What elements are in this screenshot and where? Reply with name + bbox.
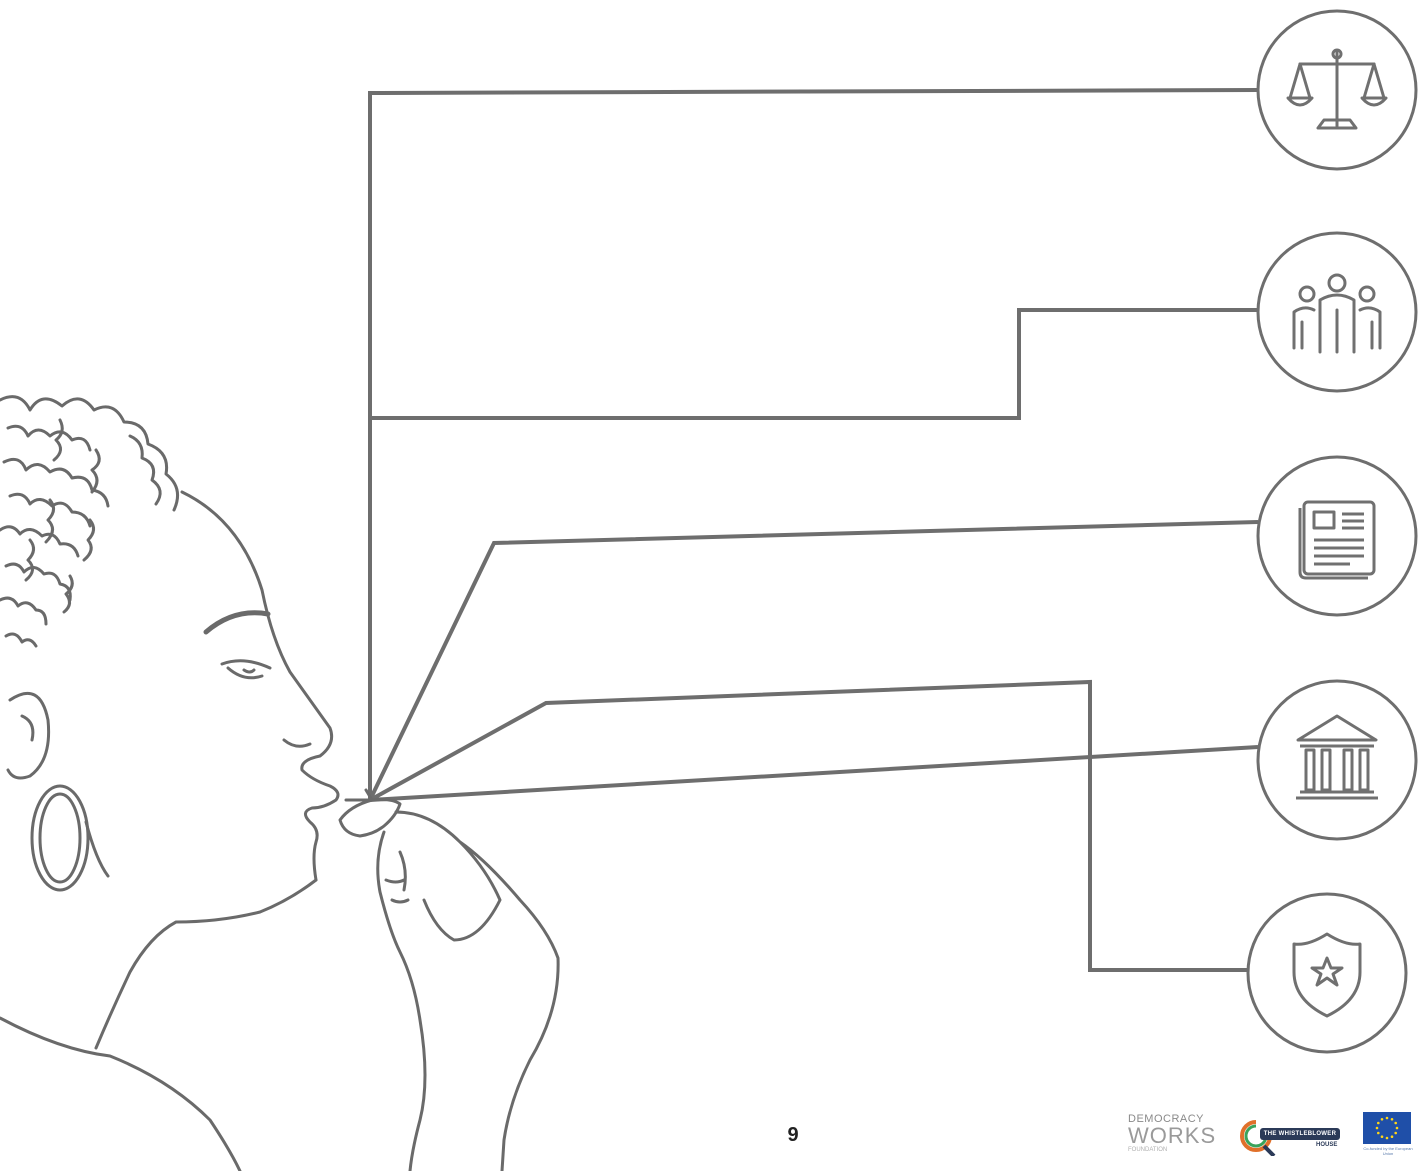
page-number: 9 [778, 1124, 808, 1147]
connector-line-police [370, 682, 1248, 970]
channel-circle-institution [1258, 681, 1416, 839]
face-profile [182, 492, 338, 880]
eu-stars-icon [1363, 1112, 1411, 1144]
nose [284, 740, 310, 746]
hoop-earring-inner [40, 794, 80, 882]
whistle [346, 790, 372, 800]
ear [8, 693, 49, 778]
democracy-works-logo-line2: WORKS [1128, 1125, 1218, 1147]
channel-circle-media [1258, 457, 1416, 615]
democracy-works-logo: DEMOCRACY WORKS FOUNDATION [1128, 1114, 1218, 1158]
hand [340, 800, 400, 837]
connector-line-group [370, 310, 1258, 418]
shoulder [0, 1018, 240, 1171]
whistleblower-house-logo-line1: THE WHISTLEBLOWER [1260, 1128, 1340, 1140]
hand-fingers [378, 812, 558, 1171]
channel-circle-police [1248, 894, 1406, 1052]
eye [222, 661, 270, 678]
neck-jaw [86, 822, 316, 1048]
eu-caption: Co-funded by the European Union [1363, 1146, 1413, 1156]
eu-cofunded-logo: Co-funded by the European Union [1363, 1112, 1413, 1162]
icon-circles [1248, 11, 1416, 1052]
woman-blowing-whistle-figure [0, 397, 558, 1171]
connector-line-institution [370, 747, 1258, 800]
connector-lines [370, 90, 1258, 970]
connector-line-media [370, 522, 1258, 800]
eu-flag [1363, 1112, 1411, 1144]
curly-hair [0, 397, 178, 646]
whistleblower-house-logo-line2: HOUSE [1316, 1142, 1337, 1148]
whistleblower-house-logo: THE WHISTLEBLOWER HOUSE [1236, 1114, 1346, 1158]
eyebrow [206, 613, 268, 632]
